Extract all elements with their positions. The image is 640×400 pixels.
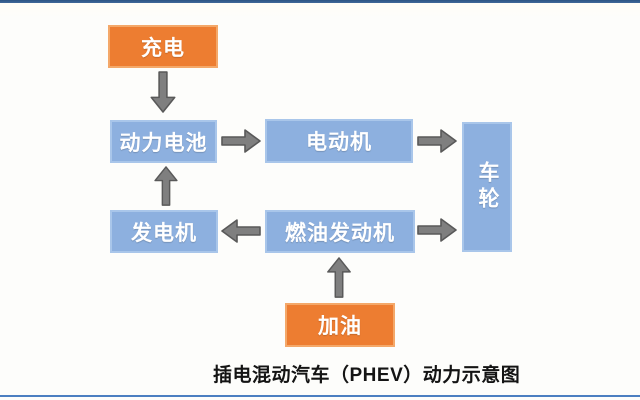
arrow-up-generator-to-battery-icon (153, 166, 179, 206)
diagram-caption: 插电混动汽车（PHEV）动力示意图 (213, 365, 521, 386)
node-charge: 充电 (108, 25, 218, 68)
node-battery: 动力电池 (110, 120, 217, 163)
top-background-glow (0, 3, 640, 17)
arrow-right-battery-to-motor-icon (221, 128, 261, 154)
arrow-right-motor-to-wheel-icon (417, 128, 457, 154)
node-generator: 发电机 (110, 210, 218, 253)
top-border-line (0, 0, 640, 3)
arrow-right-engine-to-wheel-icon (417, 217, 457, 243)
arrow-down-charge-to-battery-icon (150, 71, 176, 114)
node-fuel: 加油 (285, 303, 395, 347)
node-wheel: 车轮 (462, 122, 512, 252)
bottom-border-line (0, 395, 640, 397)
arrow-left-engine-to-generator-icon (221, 218, 261, 244)
node-motor: 电动机 (265, 119, 413, 163)
arrow-up-fuel-to-engine-icon (326, 257, 352, 298)
node-engine: 燃油发动机 (265, 210, 415, 253)
